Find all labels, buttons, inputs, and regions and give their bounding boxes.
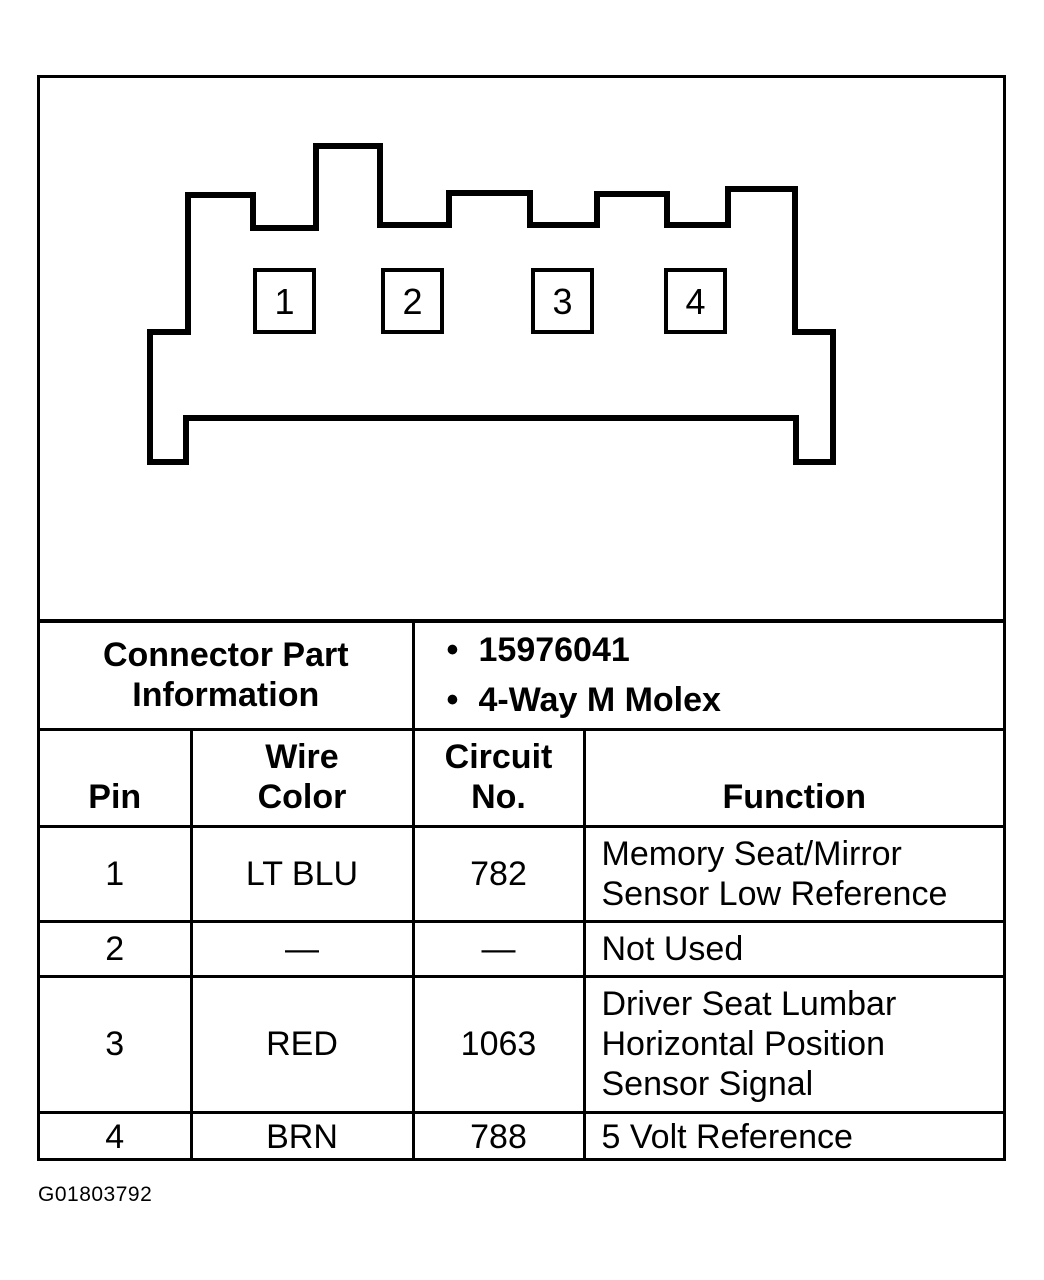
row-3-function-line3: Sensor Signal [601, 1065, 814, 1103]
pin-4-label: 4 [685, 281, 705, 322]
pin-1-label: 1 [274, 281, 294, 322]
header-circuit-line1: Circuit [444, 737, 553, 776]
row-3-function-line2: Horizontal Position [601, 1025, 885, 1063]
row-1-circuit: 782 [411, 824, 586, 923]
row-4-circuit: 788 [411, 1110, 586, 1160]
header-circuit-line2: No. [471, 777, 526, 816]
part-number: 15976041 [447, 625, 1004, 675]
table-row: 3 RED 1063 Driver Seat Lumbar Horizontal… [40, 974, 1004, 1114]
row-4-function-line1: 5 Volt Reference [601, 1117, 853, 1156]
row-4-pin: 4 [40, 1110, 193, 1160]
pin-4-cavity: 4 [664, 268, 727, 334]
header-pin: Pin [40, 727, 193, 828]
connector-figure-frame: 1 2 3 4 Connector Part [37, 75, 1006, 1161]
header-circuit-no: Circuit No. [411, 727, 586, 828]
pin-3-cavity: 3 [531, 268, 594, 334]
row-4-function: 5 Volt Reference [582, 1110, 1004, 1160]
row-1-function-line1: Memory Seat/Mirror [601, 834, 902, 873]
header-wire-color-line2: Color [257, 777, 347, 816]
row-3-function-line1: Driver Seat Lumbar [601, 985, 897, 1023]
pin-3-label: 3 [552, 281, 572, 322]
part-info-label-cell: Connector Part Information [40, 619, 415, 731]
row-3-function: Driver Seat Lumbar Horizontal Position S… [582, 974, 1004, 1114]
row-3-circuit: 1063 [411, 974, 586, 1114]
header-wire-color: Wire Color [189, 727, 415, 828]
connector-pinout-table: Connector Part Information 15976041 4-Wa… [40, 619, 1004, 1160]
part-info-label-line1: Connector Part [102, 636, 349, 675]
connector-description: 4-Way M Molex [447, 675, 1004, 725]
row-1-pin: 1 [40, 824, 193, 923]
part-info-values-cell: 15976041 4-Way M Molex [411, 619, 1004, 731]
header-wire-color-line1: Wire [265, 737, 339, 776]
pin-2-label: 2 [402, 281, 422, 322]
row-3-wire-color: RED [189, 974, 415, 1114]
part-info-row: Connector Part Information 15976041 4-Wa… [40, 619, 1004, 731]
table-row: 1 LT BLU 782 Memory Seat/Mirror Sensor L… [40, 824, 1004, 923]
row-1-function: Memory Seat/Mirror Sensor Low Reference [582, 824, 1004, 923]
table-header-row: Pin Wire Color Circuit No. Function [40, 727, 1004, 828]
table-row: 2 — — Not Used [40, 919, 1004, 978]
pin-1-cavity: 1 [253, 268, 316, 334]
part-info-label-line2: Information [132, 676, 320, 715]
header-function-label: Function [722, 777, 867, 816]
connector-outline [147, 143, 836, 465]
row-2-wire-color: — [189, 919, 415, 978]
row-1-function-line2: Sensor Low Reference [601, 874, 948, 913]
row-4-wire-color: BRN [189, 1110, 415, 1160]
row-2-function-line1: Not Used [601, 929, 744, 968]
header-function: Function [582, 727, 1004, 828]
connector-face-drawing: 1 2 3 4 [147, 143, 836, 465]
row-2-pin: 2 [40, 919, 193, 978]
header-pin-label: Pin [88, 777, 142, 816]
figure-id-label: G01803792 [38, 1183, 153, 1206]
connector-diagram: 1 2 3 4 [40, 78, 1003, 619]
row-3-pin: 3 [40, 974, 193, 1114]
row-2-function: Not Used [582, 919, 1004, 978]
row-2-circuit: — [411, 919, 586, 978]
pin-2-cavity: 2 [381, 268, 444, 334]
table-row: 4 BRN 788 5 Volt Reference [40, 1110, 1004, 1160]
row-1-wire-color: LT BLU [189, 824, 415, 923]
